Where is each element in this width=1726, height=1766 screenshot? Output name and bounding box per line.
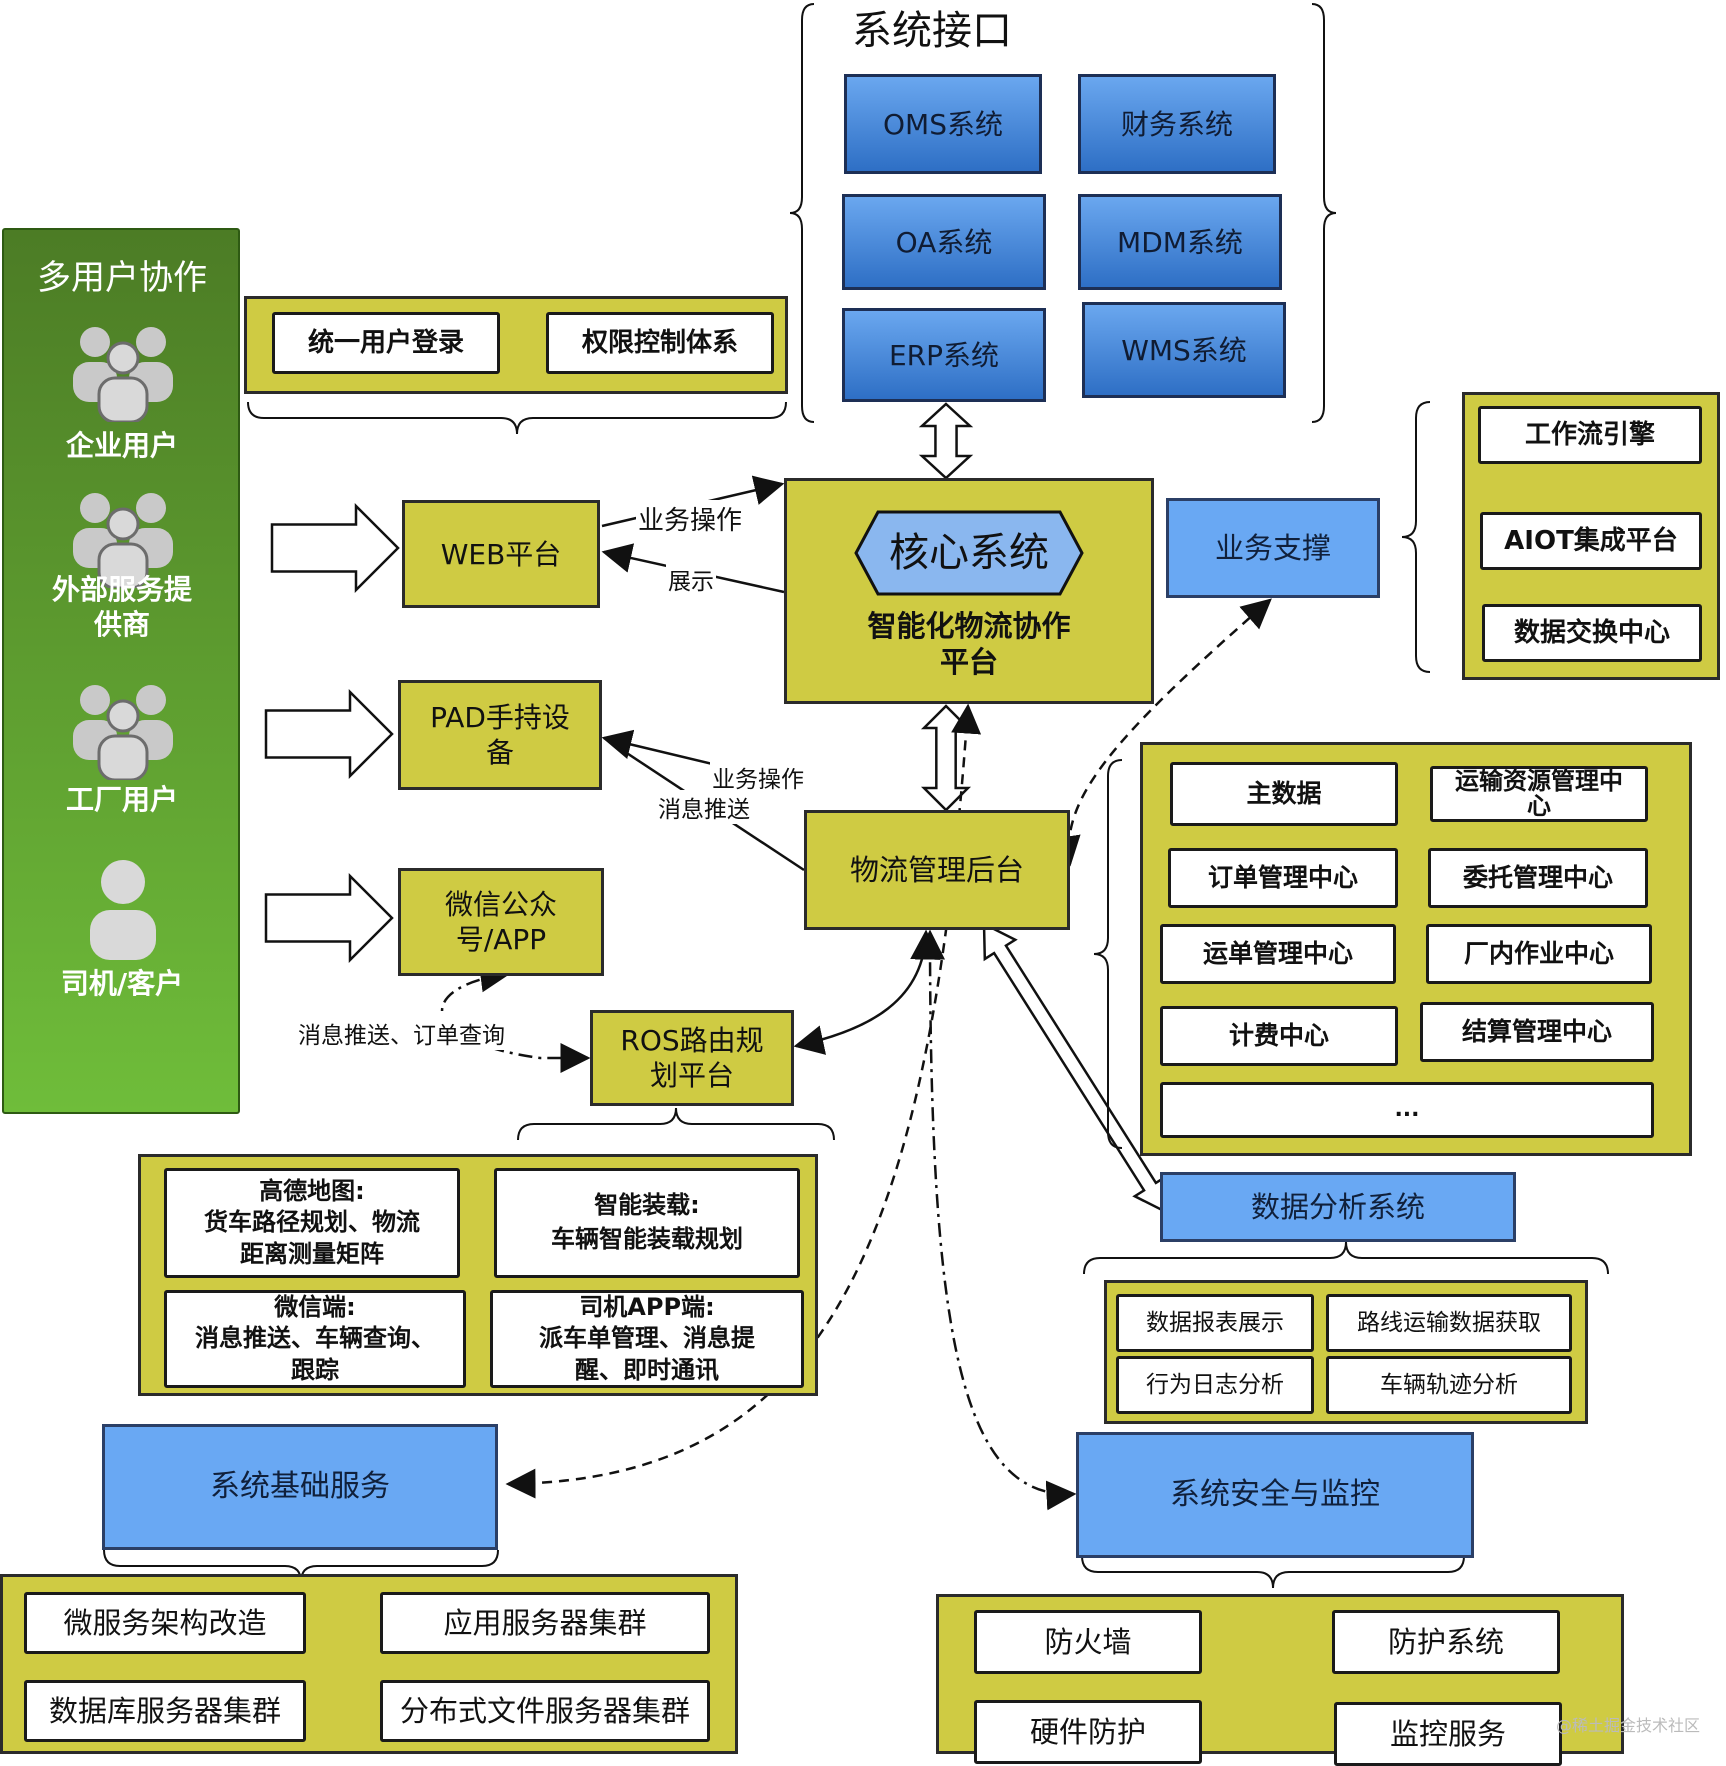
module-more: ... (1160, 1082, 1654, 1138)
wechat-end: 微信端:消息推送、车辆查询、跟踪 (164, 1290, 466, 1388)
user-to-web-arrow (270, 502, 400, 594)
edge-label-message-order: 消息推送、订单查询 (296, 1016, 507, 1050)
user-label-factory: 工厂用户 (65, 783, 178, 816)
base-services: 系统基础服务 (102, 1424, 498, 1550)
analysis-brace (1083, 1241, 1609, 1275)
pad-device: PAD手持设备 (398, 680, 602, 790)
vehicle-track-analysis: 车辆轨迹分析 (1326, 1356, 1572, 1414)
db-server-cluster: 数据库服务器集群 (24, 1680, 306, 1742)
file-server-cluster: 分布式文件服务器集群 (380, 1680, 710, 1742)
user-group-icon (73, 493, 173, 588)
thirdparty-brace (517, 1107, 835, 1141)
core-interface-double-arrow (918, 402, 974, 480)
user-label-driver: 司机/客户 (60, 967, 184, 1000)
finance-system: 财务系统 (1078, 74, 1276, 174)
wechat-app: 微信公众号/APP (398, 868, 604, 976)
user-to-pad-arrow (264, 688, 394, 780)
edge-label-message-push: 消息推送 (656, 790, 752, 824)
backend-analysis-double-arrow (982, 921, 1168, 1215)
module-factory-ops-center: 厂内作业中心 (1426, 924, 1652, 984)
unified-login: 统一用户登录 (272, 312, 500, 374)
workflow-engine: 工作流引擎 (1478, 406, 1702, 464)
firewall: 防火墙 (974, 1610, 1202, 1674)
wms-system: WMS系统 (1082, 302, 1286, 398)
hardware-protection: 硬件防护 (974, 1700, 1202, 1764)
ros-platform: ROS路由规划平台 (590, 1010, 794, 1106)
web-platform: WEB平台 (402, 500, 600, 608)
report-display: 数据报表展示 (1116, 1294, 1314, 1352)
multi-user-panel: 多用户协作 企业用户 外部服务提供商 工厂用户 司机/客户 (2, 228, 240, 1114)
microservice-refactor: 微服务架构改造 (24, 1592, 306, 1654)
module-waybill-center: 运单管理中心 (1160, 924, 1396, 984)
security-brace (1081, 1555, 1465, 1589)
protection-system: 防护系统 (1332, 1610, 1560, 1674)
user-label-provider: 外部服务提供商 (51, 573, 192, 641)
app-server-cluster: 应用服务器集群 (380, 1592, 710, 1654)
core-system-badge (854, 510, 1084, 596)
wechat-ros-dashdot-arrow (440, 962, 591, 1073)
module-transport-resource: 运输资源管理中心 (1430, 766, 1648, 822)
module-order-center: 订单管理中心 (1168, 848, 1398, 908)
module-master-data: 主数据 (1170, 762, 1398, 826)
support-brace (1401, 401, 1431, 673)
user-group-icon (73, 685, 173, 780)
amap-integration: 高德地图:货车路径规划、物流距离测量矩阵 (164, 1168, 460, 1278)
watermark: @稀土掘金技术社区 (1555, 1716, 1700, 1735)
driver-app-end: 司机APP端:派车单管理、消息提醒、即时通讯 (490, 1290, 804, 1388)
multi-user-title: 多用户协作 (37, 258, 207, 298)
edge-label-business-op: 业务操作 (636, 500, 745, 537)
interfaces-right-brace (1311, 3, 1337, 423)
module-settlement-center: 结算管理中心 (1420, 1002, 1654, 1062)
smart-loading: 智能装载:车辆智能装载规划 (494, 1168, 800, 1278)
core-system-subtitle: 智能化物流协作平台 (867, 608, 1071, 679)
monitoring-service: 监控服务 (1334, 1702, 1562, 1766)
edge-label-business-op-2: 业务操作 (710, 760, 806, 794)
interfaces-left-brace (789, 3, 815, 423)
oms-system: OMS系统 (844, 74, 1042, 174)
user-icon (90, 860, 156, 960)
auth-brace (247, 401, 787, 435)
aiot-platform: AIOT集成平台 (1480, 512, 1702, 570)
ros-backend-arrow (793, 929, 941, 1055)
user-group-icon (73, 327, 173, 422)
logistics-backend: 物流管理后台 (804, 810, 1070, 930)
user-label-enterprise: 企业用户 (65, 429, 178, 462)
modules-brace (1093, 759, 1123, 1149)
data-analysis-system: 数据分析系统 (1160, 1172, 1516, 1242)
module-billing-center: 计费中心 (1160, 1006, 1398, 1066)
security-monitoring: 系统安全与监控 (1076, 1432, 1474, 1558)
business-support: 业务支撑 (1166, 498, 1380, 598)
core-system-title: 核心系统 (889, 530, 1049, 576)
edge-label-display: 展示 (666, 562, 716, 596)
route-transport-data: 路线运输数据获取 (1326, 1294, 1572, 1352)
behavior-log-analysis: 行为日志分析 (1116, 1356, 1314, 1414)
oa-system: OA系统 (842, 194, 1046, 290)
backend-security-dashdot-arrow (915, 929, 1077, 1511)
system-interfaces-title: 系统接口 (852, 8, 1012, 54)
data-exchange-center: 数据交换中心 (1482, 604, 1702, 662)
user-to-wechat-arrow (264, 872, 394, 964)
module-commission-center: 委托管理中心 (1428, 848, 1648, 908)
erp-system: ERP系统 (842, 308, 1046, 402)
permission-system: 权限控制体系 (546, 312, 774, 374)
mdm-system: MDM系统 (1078, 194, 1282, 290)
